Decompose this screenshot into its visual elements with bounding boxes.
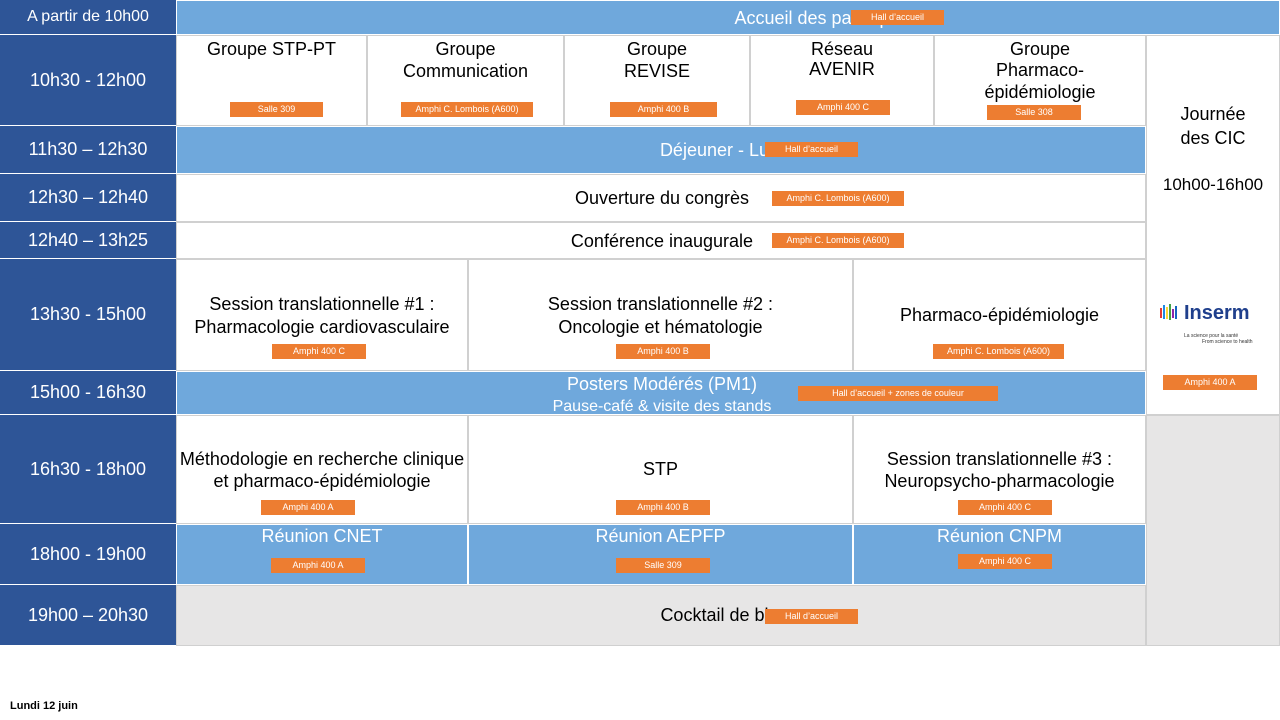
room-tag: Amphi C. Lombois (A600) [772,191,904,206]
room-tag: Amphi 400 C [272,344,366,359]
room-tag: Amphi 400 A [1163,375,1257,390]
room-tag: Amphi 400 B [616,344,710,359]
room-tag: Amphi 400 B [610,102,717,117]
time-slot: 13h30 - 15h00 [0,259,176,371]
room-tag: Amphi 400 A [271,558,365,573]
time-slot: 18h00 - 19h00 [0,524,176,585]
date-footer: Lundi 12 juin [10,700,78,712]
cocktail-title: Cocktail de bienvenue [660,605,838,625]
posters-cell: Posters Modérés (PM1) Pause-café & visit… [176,371,1146,415]
session-title: STP [642,459,678,479]
time-slot: 19h00 – 20h30 [0,585,176,646]
reunion-title: Réunion AEPFP [595,526,726,546]
reunion-aepfp: Réunion AEPFP [468,524,853,585]
dejeuner-cell: Déjeuner - Lunch Box [176,126,1146,174]
accueil-title: Accueil des participants [734,8,924,28]
cic-empty-cell [1146,415,1280,646]
session-title: et pharmaco-épidémiologie [213,471,431,491]
session-title: REVISE [623,61,691,81]
posters-title: Posters Modérés (PM1) [566,374,758,394]
session-title: Communication [402,61,529,81]
time-slot: 15h00 - 16h30 [0,371,176,415]
session-title: Session translationnelle #3 : [886,449,1113,469]
time-slot: 11h30 – 12h30 [0,126,176,174]
reunion-title: Réunion CNET [261,526,383,546]
room-tag: Hall d’accueil [765,609,858,624]
cic-title: Journée [1180,104,1246,124]
dejeuner-title: Déjeuner - Lunch Box [659,140,835,160]
session-title: Pharmacologie cardiovasculaire [194,317,450,337]
room-tag: Salle 308 [987,105,1081,120]
room-tag: Salle 309 [230,102,323,117]
session-title: Réseau [810,39,874,59]
room-tag: Amphi C. Lombois (A600) [933,344,1064,359]
room-tag: Amphi C. Lombois (A600) [401,102,533,117]
posters-subtitle: Pause-café & visite des stands [552,398,772,415]
inserm-logo-mark [1160,304,1177,320]
session-title: Groupe [1009,39,1071,59]
time-slot: A partir de 10h00 [0,0,176,35]
reunion-title: Réunion CNPM [936,526,1063,546]
room-tag: Amphi 400 C [958,554,1052,569]
session-title: Session translationnelle #2 : [547,294,774,314]
time-slot: 16h30 - 18h00 [0,415,176,524]
inserm-logo: Inserm La science pour la santé From sci… [1158,302,1258,346]
session-title: AVENIR [809,59,875,79]
ouverture-title: Ouverture du congrès [574,188,750,208]
room-tag: Amphi 400 A [261,500,355,515]
session-title: Pharmaco- [995,60,1085,80]
session-title: Pharmaco-épidémiologie [899,305,1100,325]
room-tag: Amphi 400 C [958,500,1052,515]
time-slot: 12h30 – 12h40 [0,174,176,222]
cocktail-cell: Cocktail de bienvenue [176,585,1146,646]
session-title: Neuropsycho-pharmacologie [884,471,1115,491]
cic-title: des CIC [1180,128,1246,148]
room-tag: Hall d’accueil [765,142,858,157]
conference-title: Conférence inaugurale [570,231,754,251]
time-slot: 10h30 - 12h00 [0,35,176,126]
room-tag: Amphi 400 B [616,500,710,515]
room-tag: Amphi C. Lombois (A600) [772,233,904,248]
session-title: Oncologie et hématologie [558,317,763,337]
conference-cell: Conférence inaugurale [176,222,1146,259]
time-slot: 12h40 – 13h25 [0,222,176,259]
inserm-wordmark: Inserm [1184,302,1250,324]
inserm-tagline: La science pour la santé [1184,333,1239,339]
ouverture-cell: Ouverture du congrès [176,174,1146,222]
room-tag: Salle 309 [616,558,710,573]
session-title: Méthodologie en recherche clinique [179,449,465,469]
reunion-cnet: Réunion CNET [176,524,468,585]
room-tag: Hall d’accueil + zones de couleur [798,386,998,401]
session-title: Groupe STP-PT [206,39,337,59]
session-title: Groupe [435,39,496,59]
room-tag: Amphi 400 C [796,100,890,115]
session-title: Groupe [626,39,688,59]
inserm-tagline: From science to health [1202,339,1253,345]
journee-cic-cell: Journée des CIC 10h00-16h00 [1146,35,1280,415]
cic-hours: 10h00-16h00 [1162,175,1264,194]
room-tag: Hall d’accueil [851,10,944,25]
accueil-cell: Accueil des participants [176,0,1280,35]
session-title: Session translationnelle #1 : [209,294,435,314]
session-title: épidémiologie [984,82,1096,102]
